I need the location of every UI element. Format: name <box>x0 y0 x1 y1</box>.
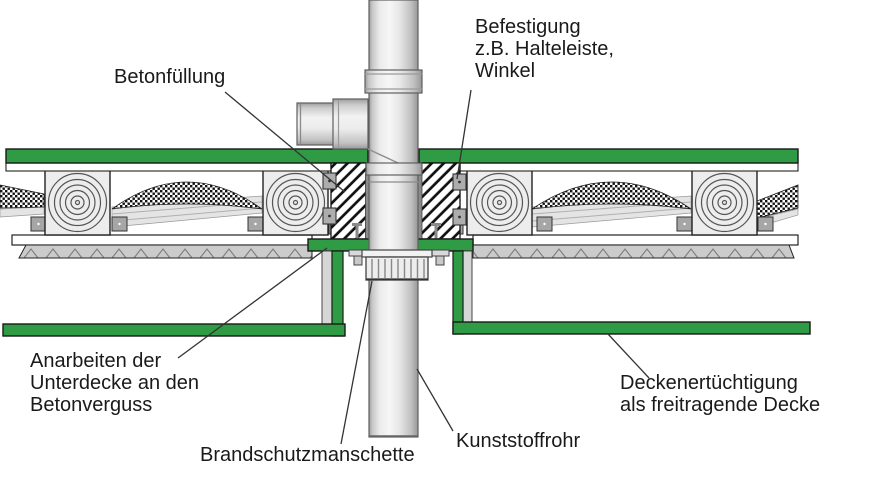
anchor-rods <box>352 223 441 241</box>
plaster-layer-left <box>18 244 313 259</box>
plaster-layer-right <box>472 244 795 259</box>
suspended-ceiling-left <box>2 250 346 337</box>
sub-board-left <box>5 162 332 172</box>
branch-fitting <box>296 98 369 150</box>
label-anarbeiten: Anarbeiten der Unterdecke an den Betonve… <box>30 350 200 416</box>
pipe-body <box>368 0 419 438</box>
bottom-board-right <box>472 234 799 246</box>
post-left <box>331 250 344 337</box>
tee-shoulder <box>367 148 399 164</box>
insulation-wedge-left <box>0 184 45 209</box>
wood-beam <box>262 169 329 236</box>
label-brandschutzmanschette: Brandschutzmanschette <box>200 444 415 466</box>
label-deckenertuechtigung: Deckenertüchtigung als freitragende Deck… <box>620 372 821 416</box>
collar-body <box>365 256 429 281</box>
label-betonfuellung: Betonfüllung <box>114 66 226 88</box>
label-kunststoffrohr: Kunststoffrohr <box>456 430 581 452</box>
wood-beam <box>691 169 758 236</box>
collar-flange <box>361 249 433 258</box>
branch-pipe <box>296 102 336 146</box>
timber-ceiling-left <box>0 169 344 259</box>
bottom-board-left <box>11 234 313 246</box>
wood-beam <box>466 169 533 236</box>
leader-betonfuellung <box>224 91 346 193</box>
fire-board-top-left <box>5 148 369 164</box>
board-shading <box>0 206 45 218</box>
suspended-board-right <box>452 321 811 335</box>
suspended-board-left <box>2 323 346 337</box>
suspended-ceiling-right <box>452 250 811 335</box>
wood-beam <box>44 169 111 236</box>
post-backing-left <box>321 250 333 325</box>
leader-deckenertuechtigung <box>607 333 650 379</box>
post-backing-right <box>462 250 473 323</box>
collar-ribs <box>371 259 425 278</box>
fixing-brackets <box>322 172 467 226</box>
insulation-lens-left <box>111 181 263 210</box>
leader-befestigung <box>456 89 472 180</box>
plastic-pipe <box>364 0 423 438</box>
insulation-lens-right <box>531 181 692 210</box>
fire-collar <box>348 249 450 281</box>
sub-board-right <box>459 162 799 172</box>
leader-brandschutzmanschette <box>340 280 373 445</box>
tee-socket-ring <box>364 69 423 94</box>
leader-anarbeiten <box>177 247 328 359</box>
fire-board-top-right <box>418 148 799 164</box>
timber-ceiling-right <box>448 169 799 259</box>
collar-bolts <box>348 249 450 266</box>
leader-kunststoffrohr <box>416 368 454 432</box>
label-befestigung: Befestigung z.B. Halteleiste, Winkel <box>475 16 614 82</box>
leader-lines <box>177 89 650 445</box>
concrete-infill-left <box>330 162 367 240</box>
ceiling-coupling-ring <box>365 162 423 176</box>
